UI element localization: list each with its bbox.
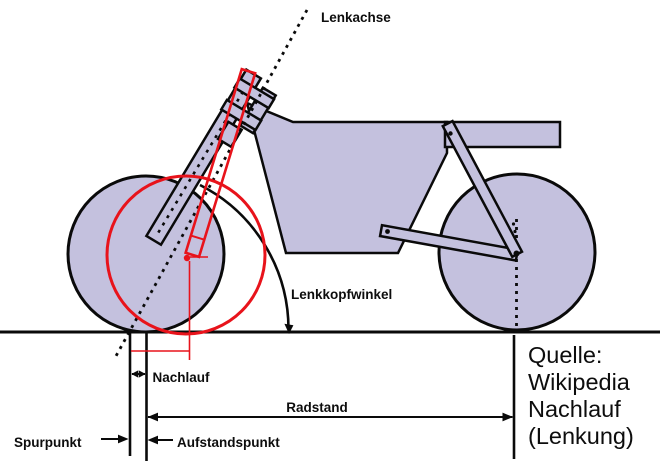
source-citation: Quelle: Wikipedia Nachlauf (Lenkung) (528, 342, 634, 449)
wheelbase-arrow-right (502, 412, 513, 422)
shock-lower-bolt2 (513, 229, 517, 234)
steering-axis-dotted-line (114, 9, 309, 357)
shock-lower-bolt (511, 222, 516, 226)
label-spurpunkt: Spurpunkt (14, 435, 82, 450)
front-fork (144, 67, 278, 247)
red-geometry-overlay (105, 67, 267, 360)
source-line-2: Wikipedia (528, 369, 631, 395)
red-fork-outline (184, 67, 257, 259)
label-aufstandspunkt: Aufstandspunkt (177, 435, 280, 450)
shock-top-bolt (448, 131, 453, 136)
label-lenkachse: Lenkachse (321, 10, 391, 25)
fork-dotted-centerline (157, 83, 249, 234)
label-radstand: Radstand (286, 400, 348, 415)
wheelbase-arrow-left (147, 412, 158, 422)
red-axle-dot (183, 254, 191, 262)
source-line-3: Nachlauf (528, 396, 621, 422)
trail-arrow-left (131, 370, 139, 378)
contact-point-arrowhead (147, 435, 158, 445)
frame-body (245, 100, 449, 255)
wheelbase-dimension (147, 412, 513, 422)
swingarm-pivot-bolt (385, 229, 390, 234)
source-line-4: (Lenkung) (528, 423, 634, 449)
track-point-arrowhead (118, 434, 129, 444)
track-point-pointer (101, 434, 129, 444)
rear-axle-bolt (513, 250, 520, 257)
trail-arrow-right (138, 370, 146, 378)
trail-dimension (131, 370, 146, 378)
contact-point-pointer (147, 435, 173, 445)
label-lenkkopfwinkel: Lenkkopfwinkel (291, 287, 392, 302)
label-nachlauf: Nachlauf (153, 370, 211, 385)
source-line-1: Quelle: (528, 342, 602, 368)
red-wheel-circle (105, 174, 267, 336)
arc-arrowhead (284, 323, 294, 334)
